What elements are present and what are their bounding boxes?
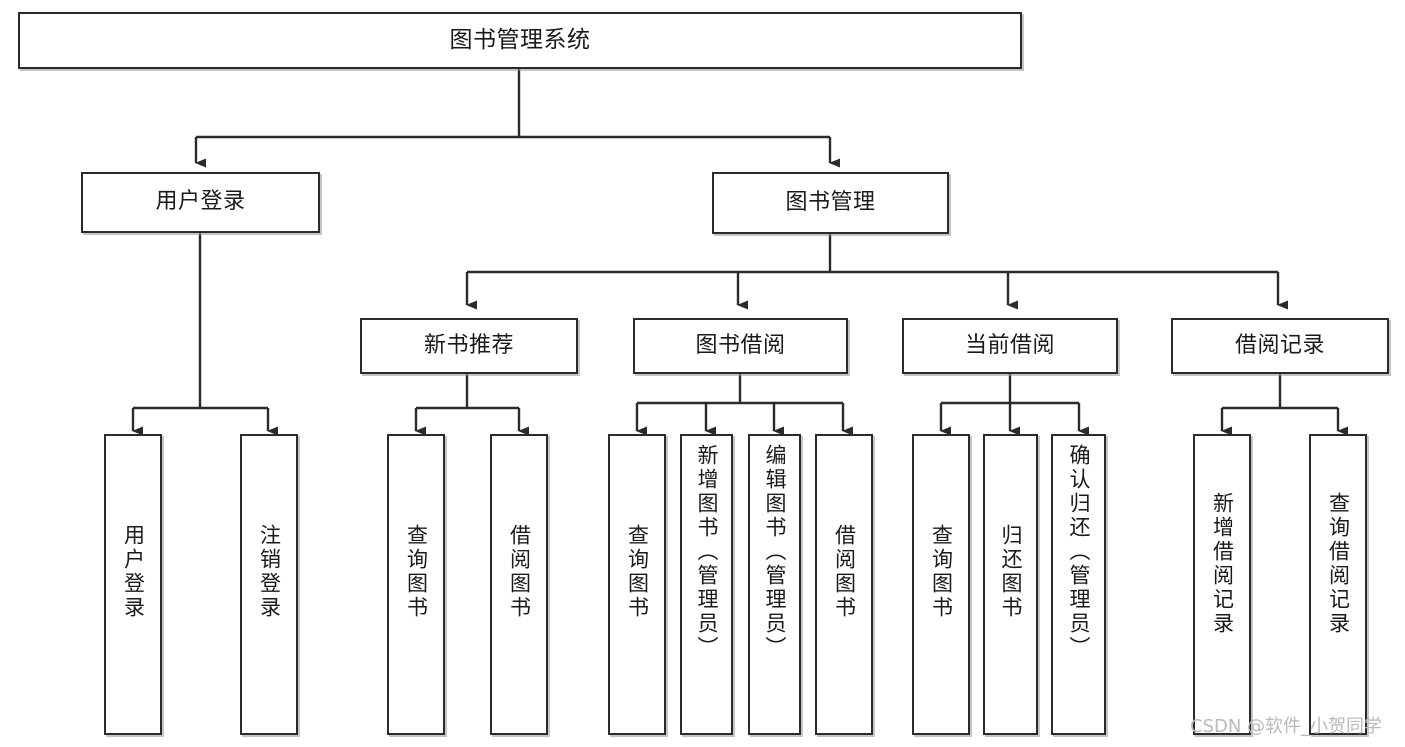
node-user-login[interactable]: 用户登录	[81, 172, 320, 233]
leaf-book-borrow-edit-label: 编辑图书（管理员）	[763, 444, 787, 660]
leaf-new-book-query[interactable]: 查询图书	[387, 434, 445, 735]
csdn-watermark: CSDN @软件_小贺同学	[1190, 716, 1383, 737]
leaf-borrow-record-add-label: 新增借阅记录	[1210, 492, 1235, 636]
leaf-borrow-record-query-label: 查询借阅记录	[1326, 492, 1351, 636]
leaf-current-borrow-query[interactable]: 查询图书	[912, 434, 970, 735]
node-root-book-management-system[interactable]: 图书管理系统	[18, 12, 1022, 69]
node-book-management-label: 图书管理	[785, 189, 876, 215]
leaf-current-borrow-confirm-label: 确认归还（管理员）	[1067, 444, 1091, 660]
leaf-current-borrow-return-label: 归还图书	[999, 524, 1023, 620]
node-book-borrow-label: 图书借阅	[695, 332, 786, 358]
node-book-management[interactable]: 图书管理	[712, 172, 949, 234]
node-user-login-label: 用户登录	[155, 189, 246, 215]
leaf-new-book-borrow-label: 借阅图书	[507, 524, 532, 620]
node-current-borrow[interactable]: 当前借阅	[902, 318, 1118, 374]
leaf-new-book-query-label: 查询图书	[404, 524, 429, 620]
leaf-borrow-record-query[interactable]: 查询借阅记录	[1309, 434, 1367, 735]
leaf-book-borrow-add-label: 新增图书（管理员）	[695, 444, 719, 660]
leaf-book-borrow-query-label: 查询图书	[625, 524, 650, 620]
node-current-borrow-label: 当前借阅	[964, 332, 1055, 358]
node-new-book-recommend[interactable]: 新书推荐	[360, 318, 578, 374]
leaf-user-login-logout-label: 注销登录	[257, 524, 282, 620]
leaf-book-borrow-borrow[interactable]: 借阅图书	[815, 434, 873, 735]
leaf-book-borrow-query[interactable]: 查询图书	[608, 434, 666, 735]
node-borrow-record-label: 借阅记录	[1234, 332, 1325, 358]
node-borrow-record[interactable]: 借阅记录	[1171, 318, 1389, 374]
leaf-book-borrow-borrow-label: 借阅图书	[832, 524, 857, 620]
leaf-borrow-record-add[interactable]: 新增借阅记录	[1193, 434, 1251, 735]
leaf-book-borrow-add[interactable]: 新增图书（管理员）	[680, 434, 733, 735]
leaf-current-borrow-return[interactable]: 归还图书	[983, 434, 1038, 735]
node-new-book-recommend-label: 新书推荐	[423, 332, 514, 358]
leaf-current-borrow-confirm[interactable]: 确认归还（管理员）	[1051, 434, 1106, 735]
leaf-user-login-logout[interactable]: 注销登录	[240, 434, 298, 735]
leaf-current-borrow-query-label: 查询图书	[929, 524, 954, 620]
node-root-label: 图书管理系统	[449, 26, 591, 53]
leaf-user-login-login-label: 用户登录	[121, 524, 146, 620]
leaf-user-login-login[interactable]: 用户登录	[104, 434, 162, 735]
node-book-borrow[interactable]: 图书借阅	[633, 318, 848, 374]
leaf-new-book-borrow[interactable]: 借阅图书	[490, 434, 548, 735]
leaf-book-borrow-edit[interactable]: 编辑图书（管理员）	[748, 434, 801, 735]
